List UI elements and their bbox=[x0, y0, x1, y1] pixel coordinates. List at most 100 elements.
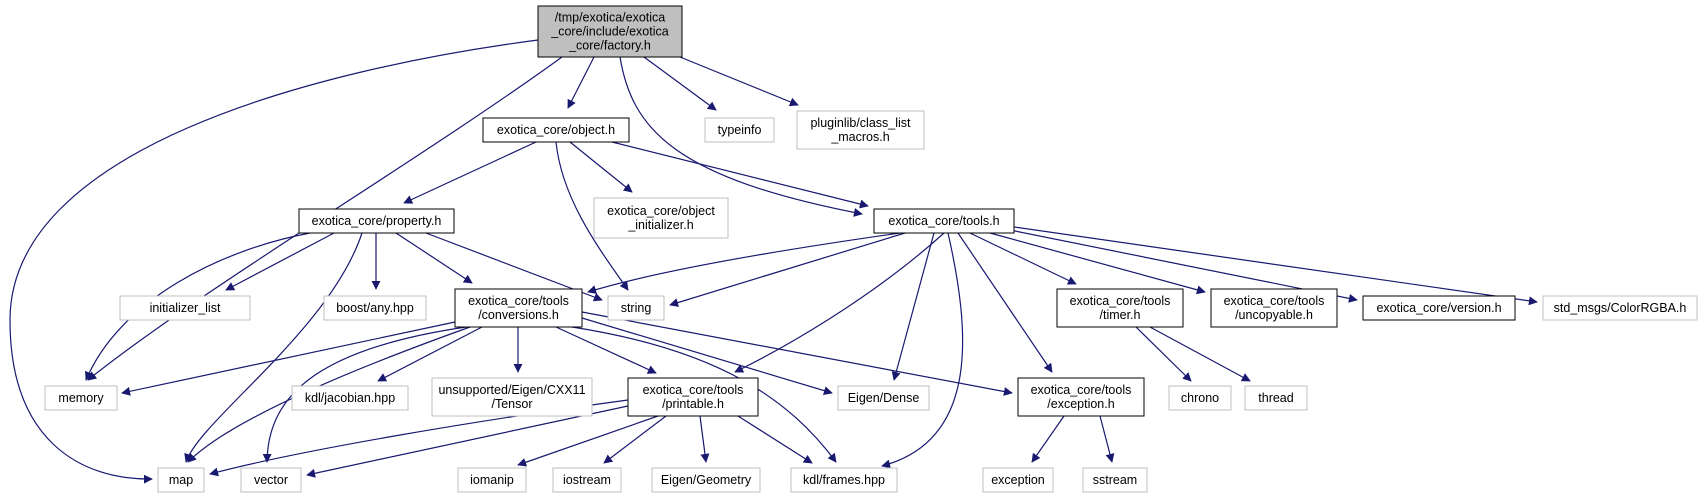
node-label: string bbox=[621, 301, 652, 315]
edge-printable-to-kdl_frames bbox=[737, 415, 813, 464]
node-box bbox=[298, 208, 455, 234]
node-uncopyable[interactable]: exotica_core/tools/uncopyable.h bbox=[1210, 288, 1338, 328]
node-conversions[interactable]: exotica_core/tools/conversions.h bbox=[454, 288, 583, 328]
edge-object-to-string bbox=[555, 141, 629, 291]
edge-printable-to-iomanip bbox=[517, 415, 659, 467]
node-box bbox=[482, 117, 630, 143]
edge-conversions-to-kdl_jacobian bbox=[377, 326, 483, 382]
node-version[interactable]: exotica_core/version.h bbox=[1362, 295, 1516, 321]
node-box bbox=[552, 467, 622, 493]
node-pluginlib: pluginlib/class_list_macros.h bbox=[796, 110, 925, 150]
node-label: kdl/frames.hpp bbox=[803, 473, 885, 487]
node-box bbox=[431, 377, 593, 417]
node-eigen_tensor: unsupported/Eigen/CXX11/Tensor bbox=[431, 377, 593, 417]
node-box bbox=[796, 110, 925, 150]
node-label: exotica_core/object bbox=[607, 204, 715, 218]
node-label: typeinfo bbox=[718, 123, 762, 137]
node-kdl_jacobian: kdl/jacobian.hpp bbox=[291, 385, 409, 411]
node-object[interactable]: exotica_core/object.h bbox=[482, 117, 630, 143]
edge-object-to-object_init bbox=[569, 141, 633, 193]
node-iomanip: iomanip bbox=[457, 467, 527, 493]
node-label: iomanip bbox=[470, 473, 514, 487]
node-label: unsupported/Eigen/CXX11 bbox=[438, 383, 585, 397]
node-box bbox=[1542, 295, 1698, 321]
edge-timer-to-chrono bbox=[1135, 326, 1192, 382]
node-typeinfo: typeinfo bbox=[704, 117, 775, 143]
edge-object-to-tools bbox=[611, 141, 869, 209]
edge-factory-to-object bbox=[567, 56, 595, 109]
node-label: /timer.h bbox=[1100, 308, 1141, 322]
node-box bbox=[1244, 385, 1308, 411]
node-string: string bbox=[607, 295, 665, 321]
edge-tools-to-uncopyable bbox=[989, 232, 1206, 295]
edge-tools-to-printable bbox=[734, 232, 945, 373]
node-box bbox=[593, 197, 729, 239]
node-iostream: iostream bbox=[552, 467, 622, 493]
node-box bbox=[1017, 377, 1145, 417]
node-box bbox=[44, 385, 118, 411]
node-label: thread bbox=[1258, 391, 1293, 405]
node-label: exotica_core/tools bbox=[1224, 294, 1325, 308]
node-label: map bbox=[169, 473, 193, 487]
edge-exception_h-to-sstream bbox=[1099, 415, 1115, 463]
node-label: /printable.h bbox=[662, 397, 724, 411]
edge-conversions-to-exception_h bbox=[581, 311, 1013, 396]
node-label: exotica_core/object.h bbox=[497, 123, 615, 137]
node-label: kdl/jacobian.hpp bbox=[305, 391, 395, 405]
node-box bbox=[457, 467, 527, 493]
nodes-layer: /tmp/exotica/exotica_core/include/exotic… bbox=[44, 5, 1698, 493]
edge-conversions-to-eigen_dense bbox=[581, 317, 833, 395]
node-boost_any: boost/any.hpp bbox=[323, 295, 427, 321]
node-chrono: chrono bbox=[1168, 385, 1232, 411]
node-label: _macros.h bbox=[830, 130, 889, 144]
edge-tools-to-timer bbox=[969, 232, 1077, 285]
node-box bbox=[1362, 295, 1516, 321]
node-label: initializer_list bbox=[150, 301, 221, 315]
edge-tools-to-kdl_frames bbox=[881, 232, 964, 469]
node-box bbox=[1056, 288, 1184, 328]
edge-property-to-map bbox=[184, 232, 363, 463]
node-label: /exception.h bbox=[1047, 397, 1114, 411]
edge-factory-to-tools bbox=[619, 56, 863, 217]
node-box bbox=[119, 295, 251, 321]
node-label: exotica_core/tools bbox=[643, 383, 744, 397]
node-label: exotica_core/tools bbox=[1070, 294, 1171, 308]
node-timer[interactable]: exotica_core/tools/timer.h bbox=[1056, 288, 1184, 328]
node-label: boost/any.hpp bbox=[336, 301, 414, 315]
node-box bbox=[704, 117, 775, 143]
node-box bbox=[157, 467, 205, 493]
node-tools[interactable]: exotica_core/tools.h bbox=[873, 208, 1015, 234]
node-box bbox=[291, 385, 409, 411]
node-exception_h[interactable]: exotica_core/tools/exception.h bbox=[1017, 377, 1145, 417]
node-box bbox=[790, 467, 898, 493]
edge-tools-to-string bbox=[669, 232, 906, 307]
node-thread: thread bbox=[1244, 385, 1308, 411]
edge-exception_h-to-exception bbox=[1031, 415, 1065, 463]
node-label: Eigen/Geometry bbox=[661, 473, 752, 487]
node-colorrgba: std_msgs/ColorRGBA.h bbox=[1542, 295, 1698, 321]
node-box bbox=[454, 288, 583, 328]
node-label: exception bbox=[991, 473, 1045, 487]
node-label: memory bbox=[58, 391, 104, 405]
node-label: /conversions.h bbox=[478, 308, 559, 322]
node-label: Eigen/Dense bbox=[848, 391, 920, 405]
edge-conversions-to-vector bbox=[262, 326, 467, 463]
node-box bbox=[1210, 288, 1338, 328]
edge-object-to-property bbox=[403, 141, 537, 204]
node-label: exotica_core/tools bbox=[468, 294, 569, 308]
edge-tools-to-exception_h bbox=[957, 232, 1053, 373]
node-label: _initializer.h bbox=[627, 218, 693, 232]
edge-printable-to-vector bbox=[306, 405, 629, 478]
node-box bbox=[627, 377, 759, 417]
node-kdl_frames: kdl/frames.hpp bbox=[790, 467, 898, 493]
node-label: exotica_core/tools bbox=[1031, 383, 1132, 397]
node-factory: /tmp/exotica/exotica_core/include/exotic… bbox=[537, 5, 683, 58]
edge-printable-to-iostream bbox=[603, 415, 667, 464]
node-printable[interactable]: exotica_core/tools/printable.h bbox=[627, 377, 759, 417]
node-label: /uncopyable.h bbox=[1235, 308, 1313, 322]
node-property[interactable]: exotica_core/property.h bbox=[298, 208, 455, 234]
node-label: exotica_core/property.h bbox=[312, 214, 442, 228]
node-box bbox=[1082, 467, 1148, 493]
node-label: /Tensor bbox=[492, 397, 533, 411]
